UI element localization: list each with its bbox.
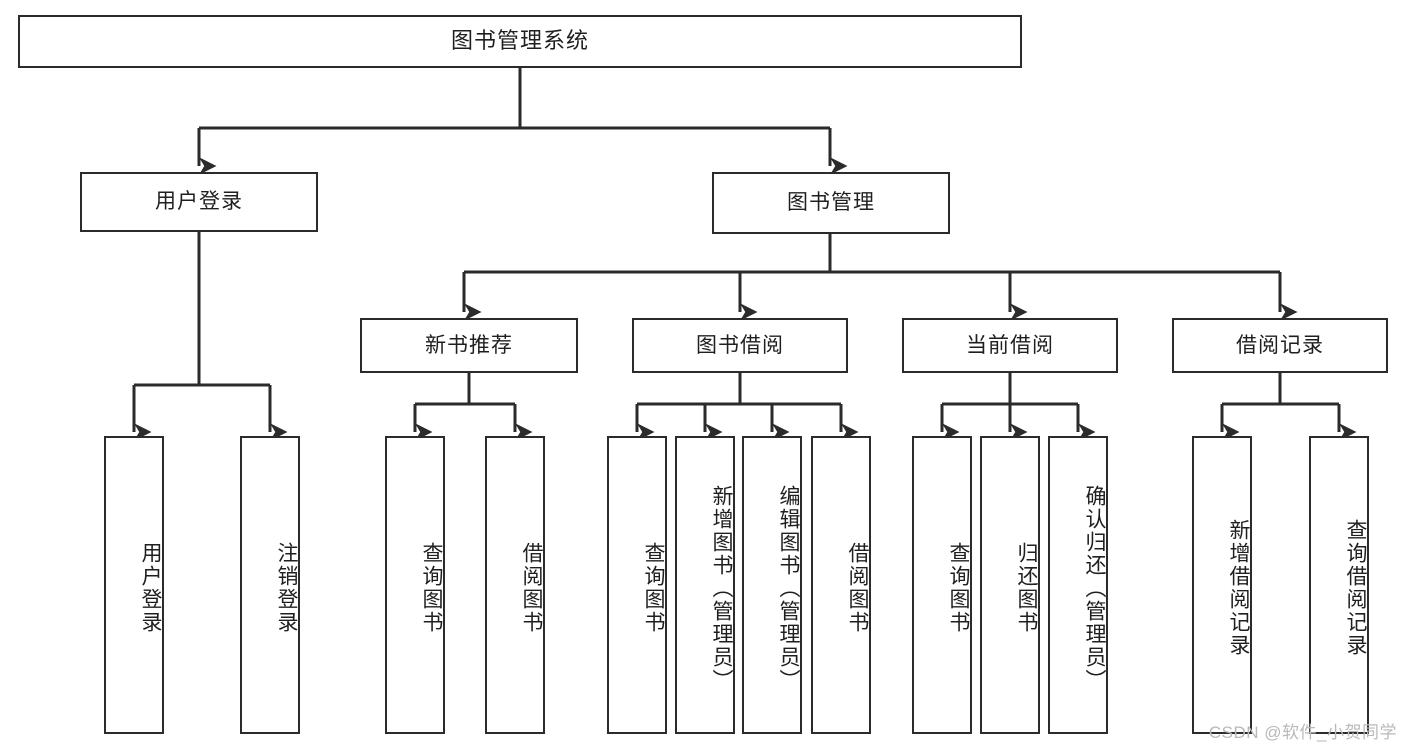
node-new-book-recommend-label: 新书推荐 <box>425 333 513 357</box>
leaf-add-record-label: 新增借阅记录 <box>1227 519 1250 657</box>
node-book-manage[interactable]: 图书管理 <box>712 172 950 234</box>
node-borrow-record[interactable]: 借阅记录 <box>1172 318 1388 373</box>
node-new-book-recommend[interactable]: 新书推荐 <box>360 318 578 373</box>
leaf-query-record-label: 查询借阅记录 <box>1344 519 1367 657</box>
node-book-manage-label: 图书管理 <box>787 191 875 215</box>
leaf-confirm-return-label: 确认归还（管理员） <box>1083 484 1106 692</box>
leaf-add-book-label: 新增图书（管理员） <box>710 484 733 692</box>
node-borrow-record-label: 借阅记录 <box>1236 333 1324 357</box>
leaf-query-book-3[interactable]: 查询图书 <box>912 436 972 734</box>
leaf-query-book-2[interactable]: 查询图书 <box>607 436 667 734</box>
leaf-add-record[interactable]: 新增借阅记录 <box>1192 436 1252 734</box>
leaf-add-book[interactable]: 新增图书（管理员） <box>675 436 735 734</box>
node-user-login-label: 用户登录 <box>155 190 243 214</box>
node-current-borrow-label: 当前借阅 <box>966 333 1054 357</box>
node-user-login[interactable]: 用户登录 <box>80 172 318 232</box>
csdn-watermark: CSDN @软件_小贺同学 <box>1208 723 1397 742</box>
node-current-borrow[interactable]: 当前借阅 <box>902 318 1118 373</box>
node-book-borrow-label: 图书借阅 <box>696 333 784 357</box>
leaf-borrow-book-2-label: 借阅图书 <box>846 542 869 634</box>
node-book-borrow[interactable]: 图书借阅 <box>632 318 848 373</box>
leaf-user-login-label: 用户登录 <box>139 542 162 634</box>
leaf-query-book-3-label: 查询图书 <box>947 542 970 634</box>
leaf-query-book-2-label: 查询图书 <box>642 542 665 634</box>
leaf-return-book-label: 归还图书 <box>1015 542 1038 634</box>
leaf-borrow-book-2[interactable]: 借阅图书 <box>811 436 871 734</box>
leaf-user-login[interactable]: 用户登录 <box>104 436 164 734</box>
leaf-edit-book-label: 编辑图书（管理员） <box>777 484 800 692</box>
leaf-query-record[interactable]: 查询借阅记录 <box>1309 436 1369 734</box>
leaf-borrow-book-1[interactable]: 借阅图书 <box>485 436 545 734</box>
leaf-query-book-1[interactable]: 查询图书 <box>385 436 445 734</box>
leaf-query-book-1-label: 查询图书 <box>420 542 443 634</box>
node-root-system-label: 图书管理系统 <box>450 28 589 54</box>
leaf-confirm-return[interactable]: 确认归还（管理员） <box>1048 436 1108 734</box>
leaf-logout-login-label: 注销登录 <box>275 542 298 634</box>
leaf-logout-login[interactable]: 注销登录 <box>240 436 300 734</box>
leaf-edit-book[interactable]: 编辑图书（管理员） <box>742 436 802 734</box>
leaf-return-book[interactable]: 归还图书 <box>980 436 1040 734</box>
node-root-system[interactable]: 图书管理系统 <box>18 15 1022 68</box>
leaf-borrow-book-1-label: 借阅图书 <box>520 542 543 634</box>
